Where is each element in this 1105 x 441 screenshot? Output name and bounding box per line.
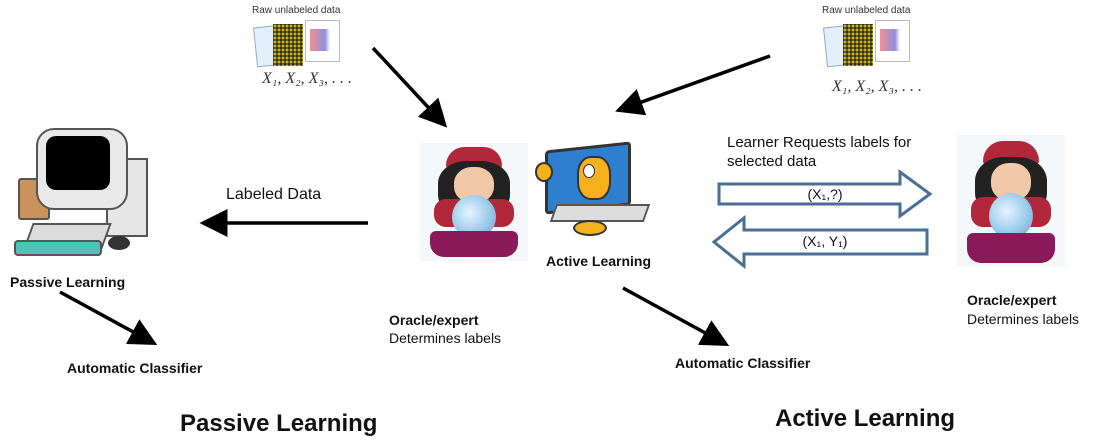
passive-classifier-arrow	[59, 290, 158, 346]
passive-computer-label: Passive Learning	[10, 274, 126, 290]
oracle-title-center: Oracle/expert	[389, 312, 479, 328]
oracle-icon-center	[420, 143, 528, 261]
raw-data-thumbnail-left	[252, 20, 340, 68]
desktop-computer-icon	[8, 128, 153, 258]
answer-block-arrow	[711, 214, 929, 270]
active-computer-label: Active Learning	[546, 253, 652, 269]
raw-data-caption-left: Raw unlabeled data	[252, 5, 341, 16]
learner-request-line-2: selected data	[727, 153, 817, 170]
active-section-title: Active Learning	[775, 405, 956, 432]
oracle-desc-right: Determines labels	[967, 311, 1080, 327]
answer-arrow-label: (X₁, Y₁)	[802, 233, 848, 249]
passive-classifier-label: Automatic Classifier	[67, 360, 203, 376]
raw-to-active-arrow	[615, 54, 771, 116]
raw-data-thumbnail-right	[822, 20, 910, 68]
active-classifier-label: Automatic Classifier	[675, 355, 811, 371]
oracle-icon-right	[957, 135, 1065, 267]
query-block-arrow	[717, 169, 933, 219]
passive-section-title: Passive Learning	[180, 410, 378, 437]
oracle-desc-center: Determines labels	[389, 330, 502, 346]
raw-data-caption-right: Raw unlabeled data	[822, 5, 911, 16]
learner-request-line-1: Learner Requests labels for	[727, 134, 912, 151]
active-classifier-arrow	[622, 286, 730, 347]
oracle-title-right: Oracle/expert	[967, 292, 1057, 308]
query-arrow-label: (X₁,?)	[807, 186, 843, 202]
labeled-data-label: Labeled Data	[226, 186, 322, 203]
active-learner-mascot-icon	[535, 140, 651, 238]
learner-request-text: Learner Requests labels for selected dat…	[727, 133, 911, 171]
raw-data-math-right: X₁, X₂, X₃, . . .	[832, 78, 923, 95]
raw-to-oracle-arrow	[371, 46, 448, 128]
raw-data-math-left: X₁, X₂, X₃, . . .	[262, 70, 353, 87]
